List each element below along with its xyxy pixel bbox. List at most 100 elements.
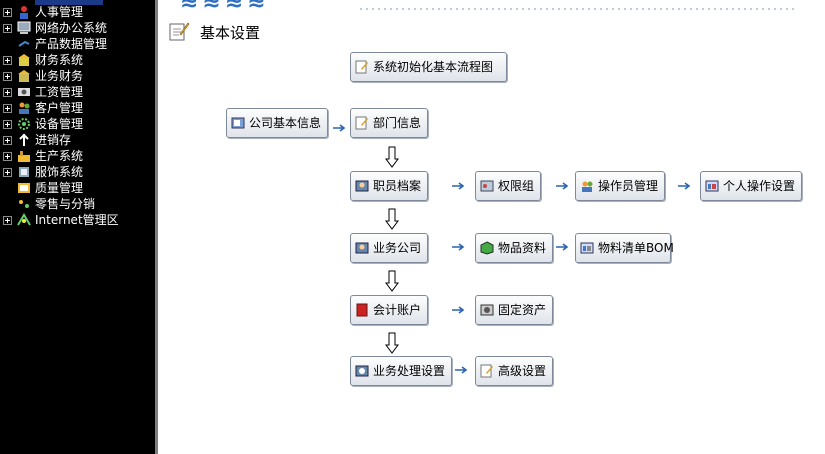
tree-item-label: 财务系统 — [35, 53, 84, 67]
finance-building-icon — [18, 54, 30, 66]
arrow-right-icon — [556, 182, 569, 190]
decorative-dots — [358, 7, 798, 11]
tree-item-label: 产品数据管理 — [35, 37, 108, 51]
business-finance-icon — [18, 70, 30, 82]
production-icon — [18, 151, 30, 162]
expand-icon[interactable] — [3, 24, 12, 33]
arrow-right-icon — [452, 182, 465, 190]
expand-icon[interactable] — [3, 104, 12, 113]
business-settings-button[interactable]: 业务处理设置 — [350, 356, 452, 386]
arrow-right-icon — [455, 366, 468, 374]
button-label: 会计账户 — [373, 303, 422, 317]
operator-management-button[interactable]: 操作员管理 — [575, 171, 665, 201]
tree-item-label: 业务财务 — [35, 69, 84, 83]
tree-item-label: 设备管理 — [35, 117, 84, 131]
tree-item-label: 质量管理 — [35, 181, 84, 195]
expand-icon[interactable] — [3, 168, 12, 177]
logo-fragment: ≈≈≈≈ — [180, 0, 270, 16]
computer-icon — [17, 21, 31, 34]
tree-item-label: 客户管理 — [35, 101, 84, 115]
permission-group-button[interactable]: 权限组 — [475, 171, 541, 201]
employee-records-button[interactable]: 职员档案 — [350, 171, 428, 201]
internet-icon — [17, 213, 31, 226]
arrow-down-icon — [385, 332, 399, 354]
button-label: 职员档案 — [373, 179, 422, 193]
button-label: 高级设置 — [498, 364, 547, 378]
arrow-right-icon — [556, 243, 569, 251]
expand-icon[interactable] — [3, 8, 12, 17]
operators-icon — [582, 181, 593, 192]
button-label: 操作员管理 — [598, 179, 659, 193]
button-label: 公司基本信息 — [249, 116, 322, 130]
advanced-settings-button[interactable]: 高级设置 — [475, 356, 553, 386]
expand-icon[interactable] — [3, 152, 12, 161]
tree-item-label: 生产系统 — [35, 149, 84, 163]
expand-icon[interactable] — [3, 216, 12, 225]
button-label: 物品资料 — [498, 241, 547, 255]
department-doc-icon — [355, 116, 368, 130]
tree-item-label: 人事管理 — [35, 5, 84, 19]
business-company-button[interactable]: 业务公司 — [350, 233, 428, 263]
expand-icon[interactable] — [3, 136, 12, 145]
customer-icon — [19, 102, 30, 114]
bom-button[interactable]: 物料清单BOM — [575, 233, 674, 263]
arrow-right-icon — [678, 182, 691, 190]
arrow-down-icon — [385, 270, 399, 292]
business-company-icon — [355, 242, 369, 254]
tree-item-label: 服饰系统 — [35, 165, 84, 179]
arrow-down-icon — [385, 208, 399, 230]
company-info-button[interactable]: 公司基本信息 — [226, 108, 328, 138]
tree-item-label: 工资管理 — [35, 85, 84, 99]
sidebar-scrollbar[interactable] — [155, 0, 158, 454]
product-data-icon — [18, 40, 30, 47]
arrow-right-icon — [333, 124, 346, 132]
tree-item-label: 零售与分销 — [35, 197, 96, 211]
header-banner: ≈≈≈≈ — [158, 0, 825, 16]
button-label: 业务处理设置 — [373, 364, 446, 378]
expand-icon[interactable] — [3, 56, 12, 65]
permission-icon — [480, 180, 494, 192]
document-edit-icon — [355, 60, 368, 74]
fixed-assets-icon — [480, 304, 494, 316]
navigation-tree: 人事管理 网络办公系统 产品数据管理 财务系统 业务财务 工资管理 客户管理 设… — [0, 0, 158, 454]
button-label: 业务公司 — [373, 241, 422, 255]
main-content: ≈≈≈≈ 基本设置 系统初始化基本流程图 公司基本信息 部门信息 职员档案 权限… — [158, 0, 825, 454]
bom-list-icon — [580, 242, 594, 254]
salary-icon — [18, 88, 30, 96]
department-button[interactable]: 部门信息 — [350, 108, 428, 138]
inventory-icon — [19, 133, 29, 146]
fixed-assets-button[interactable]: 固定资产 — [475, 295, 553, 325]
company-folder-icon — [231, 117, 245, 129]
flowchart-button[interactable]: 系统初始化基本流程图 — [350, 52, 507, 82]
expand-icon[interactable] — [3, 120, 12, 129]
quality-icon — [18, 183, 30, 193]
package-icon — [480, 241, 494, 255]
arrow-right-icon — [452, 243, 465, 251]
selected-item-highlight — [35, 0, 103, 5]
retail-icon — [19, 200, 29, 208]
button-label: 物料清单BOM — [598, 241, 674, 255]
personal-settings-button[interactable]: 个人操作设置 — [700, 171, 802, 201]
tree-item-label: Internet管理区 — [35, 213, 119, 227]
ledger-book-icon — [356, 303, 368, 317]
tree-item-label: 进销存 — [35, 133, 72, 147]
advanced-doc-icon — [480, 364, 493, 378]
tree-item-label: 网络办公系统 — [35, 21, 108, 35]
button-label: 系统初始化基本流程图 — [373, 60, 494, 74]
expand-icon[interactable] — [3, 72, 12, 81]
arrow-right-icon — [452, 306, 465, 314]
button-label: 个人操作设置 — [723, 179, 796, 193]
employee-icon — [355, 180, 369, 192]
notepad-pencil-icon — [169, 22, 190, 41]
expand-icon[interactable] — [3, 88, 12, 97]
person-icon — [20, 6, 28, 19]
arrow-down-icon — [385, 146, 399, 168]
item-data-button[interactable]: 物品资料 — [475, 233, 553, 263]
personal-settings-icon — [705, 180, 719, 192]
equipment-gear-icon — [18, 118, 30, 130]
button-label: 部门信息 — [373, 116, 422, 130]
accounts-button[interactable]: 会计账户 — [350, 295, 428, 325]
button-label: 固定资产 — [498, 303, 547, 317]
apparel-icon — [19, 167, 29, 177]
business-settings-icon — [355, 365, 369, 377]
